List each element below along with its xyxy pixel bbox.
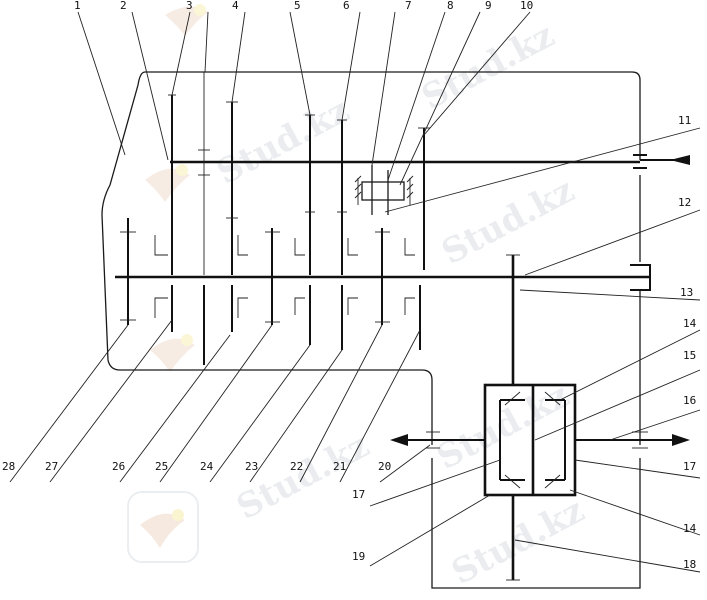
- callout-top-3: 3: [186, 0, 193, 12]
- callout-top-4: 4: [232, 0, 239, 12]
- input-arrow-icon: [670, 155, 690, 165]
- callout-right-11: 11: [678, 114, 691, 127]
- hummingbird-logo-icon: [145, 164, 190, 202]
- left-output-arrow-icon: [390, 434, 408, 446]
- hummingbird-logo-icon: [150, 334, 195, 372]
- callout-top-7: 7: [405, 0, 412, 12]
- half-shafts: [390, 431, 690, 449]
- lower-shaft-gears: [120, 218, 421, 365]
- callout-right-17: 17: [683, 460, 696, 473]
- callout-bottom-27: 27: [45, 460, 58, 473]
- right-output-arrow-icon: [672, 434, 690, 446]
- callout-right-14b: 14: [683, 522, 697, 535]
- hummingbird-logo-icon: [127, 491, 199, 563]
- watermark-text: Stud.kz: [430, 375, 575, 478]
- callout-top-1: 1: [74, 0, 81, 12]
- callout-bottom-21: 21: [333, 460, 346, 473]
- watermark-text: Stud.kz: [415, 15, 560, 118]
- callout-top-10: 10: [520, 0, 533, 12]
- callout-top-8: 8: [447, 0, 454, 12]
- callout-bottom-24: 24: [200, 460, 214, 473]
- callout-bottom-22: 22: [290, 460, 303, 473]
- callout-top-9: 9: [485, 0, 492, 12]
- leader-lines: [9, 11, 701, 573]
- watermark-text: Stud.kz: [445, 490, 590, 593]
- watermark-group: Stud.kz Stud.kz Stud.kz Stud.kz Stud.kz …: [127, 4, 591, 593]
- callout-top-6: 6: [343, 0, 350, 12]
- callout-bottom-19: 19: [352, 550, 365, 563]
- hummingbird-logo-icon: [165, 4, 208, 36]
- upper-shaft-gears: [168, 72, 430, 275]
- callout-numbers: 1 2 3 4 5 6 7 8 9 10 11 12 13 14 15 16 1…: [2, 0, 697, 571]
- gearbox-housing: [101, 71, 641, 589]
- callout-bottom-28: 28: [2, 460, 15, 473]
- callout-bottom-17: 17: [352, 488, 365, 501]
- final-drive-gear: [506, 254, 520, 385]
- callout-right-12: 12: [678, 196, 691, 209]
- callout-bottom-20: 20: [378, 460, 391, 473]
- callout-bottom-25: 25: [155, 460, 168, 473]
- callout-right-14: 14: [683, 317, 697, 330]
- callout-right-13: 13: [680, 286, 693, 299]
- callout-bottom-26: 26: [112, 460, 125, 473]
- clutch-unit: [354, 165, 414, 215]
- callout-bottom-23: 23: [245, 460, 258, 473]
- callout-right-18: 18: [683, 558, 696, 571]
- callout-right-16: 16: [683, 394, 696, 407]
- callout-right-15: 15: [683, 349, 696, 362]
- watermark-text: Stud.kz: [435, 170, 580, 273]
- input-shaft: [170, 154, 690, 169]
- callout-top-2: 2: [120, 0, 127, 12]
- callout-top-5: 5: [294, 0, 301, 12]
